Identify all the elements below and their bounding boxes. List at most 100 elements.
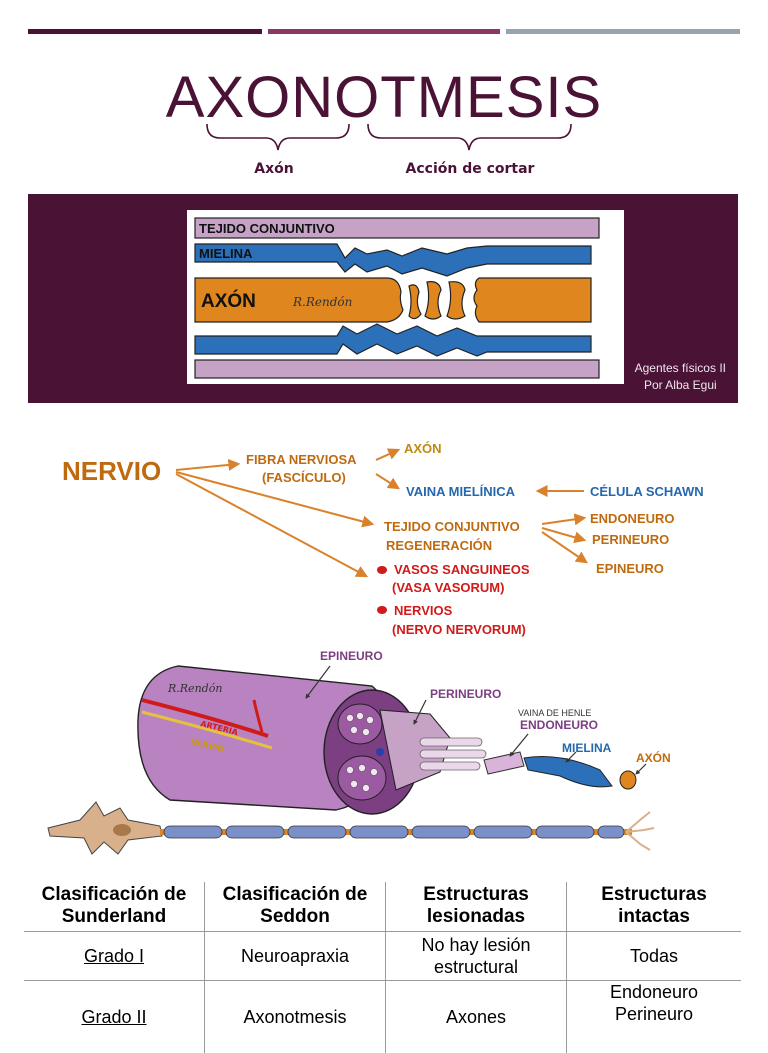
- map-tejido-1: TEJIDO CONJUNTIVO: [384, 519, 520, 534]
- leader-endoneuro: [509, 733, 529, 757]
- cell-grade: Grado II: [24, 980, 205, 1053]
- top-bar-gray: [506, 29, 740, 34]
- myelin-segment: [523, 756, 613, 788]
- brace-tmesis: [367, 123, 572, 151]
- bullet-nervios: [377, 606, 387, 614]
- page-title: AXONOTMESIS: [165, 65, 603, 130]
- neuron-nucleus: [113, 824, 131, 836]
- map-epineuro: EPINEURO: [596, 561, 664, 576]
- diagram-signature: R.Rendón: [292, 295, 352, 309]
- tejido-band-bottom: [194, 359, 600, 379]
- nerve-anatomy-illustration: ARTERIA NERVIO R.Rendón EPINEURO PERINEU…: [47, 649, 671, 855]
- fascicle-2: [337, 755, 387, 801]
- credit-line-1: Agentes físicos II: [634, 361, 726, 375]
- label-anat-henle: VAINA DE HENLE: [518, 708, 591, 718]
- label-axon: AXÓN: [201, 290, 256, 312]
- map-axon: AXÓN: [404, 441, 442, 456]
- arrow-nervio-tejido: [175, 471, 375, 528]
- col-sunderland-l2: Sunderland: [61, 906, 167, 927]
- cell-lesion-l1: No hay lesión: [421, 935, 531, 955]
- map-endoneuro: ENDONEURO: [590, 511, 675, 526]
- col-sunderland-l1: Clasificación de: [41, 884, 187, 905]
- label-anat-axon: AXÓN: [636, 750, 671, 765]
- leader-perineuro: [413, 699, 427, 725]
- grade-link-2[interactable]: Grado II: [81, 1006, 147, 1027]
- nerve-concept-map: NERVIO FIBRA NERVIOSA (FASCÍCULO) AXÓN V…: [62, 441, 704, 637]
- cell-seddon: Axonotmesis: [204, 980, 386, 1053]
- arrow-tejido-endo: [541, 513, 587, 526]
- leader-mielina: [565, 751, 577, 763]
- arrow-fibra-vaina: [375, 473, 401, 490]
- cell-intact-l2: Perineuro: [614, 1004, 694, 1024]
- axon-terminal: [625, 811, 655, 851]
- title-braces: [206, 123, 572, 151]
- arrow-nervio-fibra: [175, 458, 241, 471]
- col-seddon-l1: Clasificación de: [222, 884, 368, 905]
- axon-fragment-3: [446, 281, 466, 320]
- col-seddon-l2: Seddon: [260, 906, 330, 927]
- nerve-line: [141, 710, 273, 750]
- axon-right-part: [473, 277, 592, 323]
- brace-axon: [206, 123, 350, 151]
- bullet-vasos: [377, 566, 387, 574]
- vessel-blue: [376, 748, 384, 756]
- leader-epineuro: [305, 665, 331, 699]
- axon-left-part: [194, 277, 404, 323]
- map-fibra-1: FIBRA NERVIOSA: [246, 452, 357, 467]
- hero-panel: TEJIDO CONJUNTIVO MIELINA AXÓN R.Rendón …: [28, 194, 738, 403]
- cell-intact-l1: Endoneuro: [609, 982, 699, 1002]
- myelin-segments: [163, 825, 625, 839]
- map-vasos-2: (VASA VASORUM): [392, 580, 504, 595]
- label-anat-perineuro: PERINEURO: [430, 687, 501, 701]
- mielina-band-top: [194, 243, 592, 277]
- brace-label-axon: Axón: [254, 161, 294, 177]
- label-anat-endoneuro: ENDONEURO: [520, 718, 598, 732]
- mielina-band-bottom: [194, 323, 592, 357]
- col-intactas-l2: intactas: [618, 906, 690, 927]
- top-bar-plum: [28, 29, 262, 34]
- cell-grade: Grado I: [24, 931, 205, 981]
- artery-line: [141, 698, 269, 738]
- axon-fragment-2: [424, 281, 442, 320]
- map-vasos-1: VASOS SANGUINEOS: [394, 562, 530, 577]
- map-schawn: CÉLULA SCHAWN: [590, 484, 704, 499]
- tejido-band-top: [194, 217, 600, 239]
- cell-seddon: Neuroapraxia: [204, 931, 386, 981]
- label-mielina: MIELINA: [199, 246, 253, 261]
- label-tejido: TEJIDO CONJUNTIVO: [199, 221, 335, 236]
- col-lesionadas-l1: Estructuras: [423, 884, 529, 905]
- credit-line-2: Por Alba Egui: [643, 378, 717, 392]
- label-anat-epineuro: EPINEURO: [320, 649, 383, 663]
- map-perineuro: PERINEURO: [592, 532, 669, 547]
- neuron-body: [47, 801, 163, 855]
- map-vaina: VAINA MIELÍNICA: [406, 484, 516, 499]
- fibre-dots: [346, 712, 378, 792]
- axon-damage-diagram: TEJIDO CONJUNTIVO MIELINA AXÓN R.Rendón: [187, 210, 624, 384]
- artery-branch: [252, 699, 264, 733]
- grade-link-1[interactable]: Grado I: [83, 946, 145, 966]
- credits: Agentes físicos II Por Alba Egui: [635, 360, 726, 394]
- fascicle-tubes: [419, 737, 487, 771]
- top-bar-magenta: [268, 29, 500, 34]
- fascicle-1: [337, 703, 383, 745]
- cell-intact: Todas: [566, 931, 741, 981]
- map-nervios-2: (NERVO NERVORUM): [392, 622, 526, 637]
- axon-tip: [619, 770, 637, 790]
- map-nervios-1: NERVIOS: [394, 603, 453, 618]
- arrow-nervio-vasos: [175, 473, 369, 578]
- arrow-tejido-peri: [541, 527, 587, 544]
- cell-lesion-l2: estructural: [433, 957, 519, 977]
- map-nervio: NERVIO: [62, 456, 161, 486]
- map-fibra-2: (FASCÍCULO): [262, 470, 346, 485]
- brace-label-tmesis: Acción de cortar: [405, 161, 535, 177]
